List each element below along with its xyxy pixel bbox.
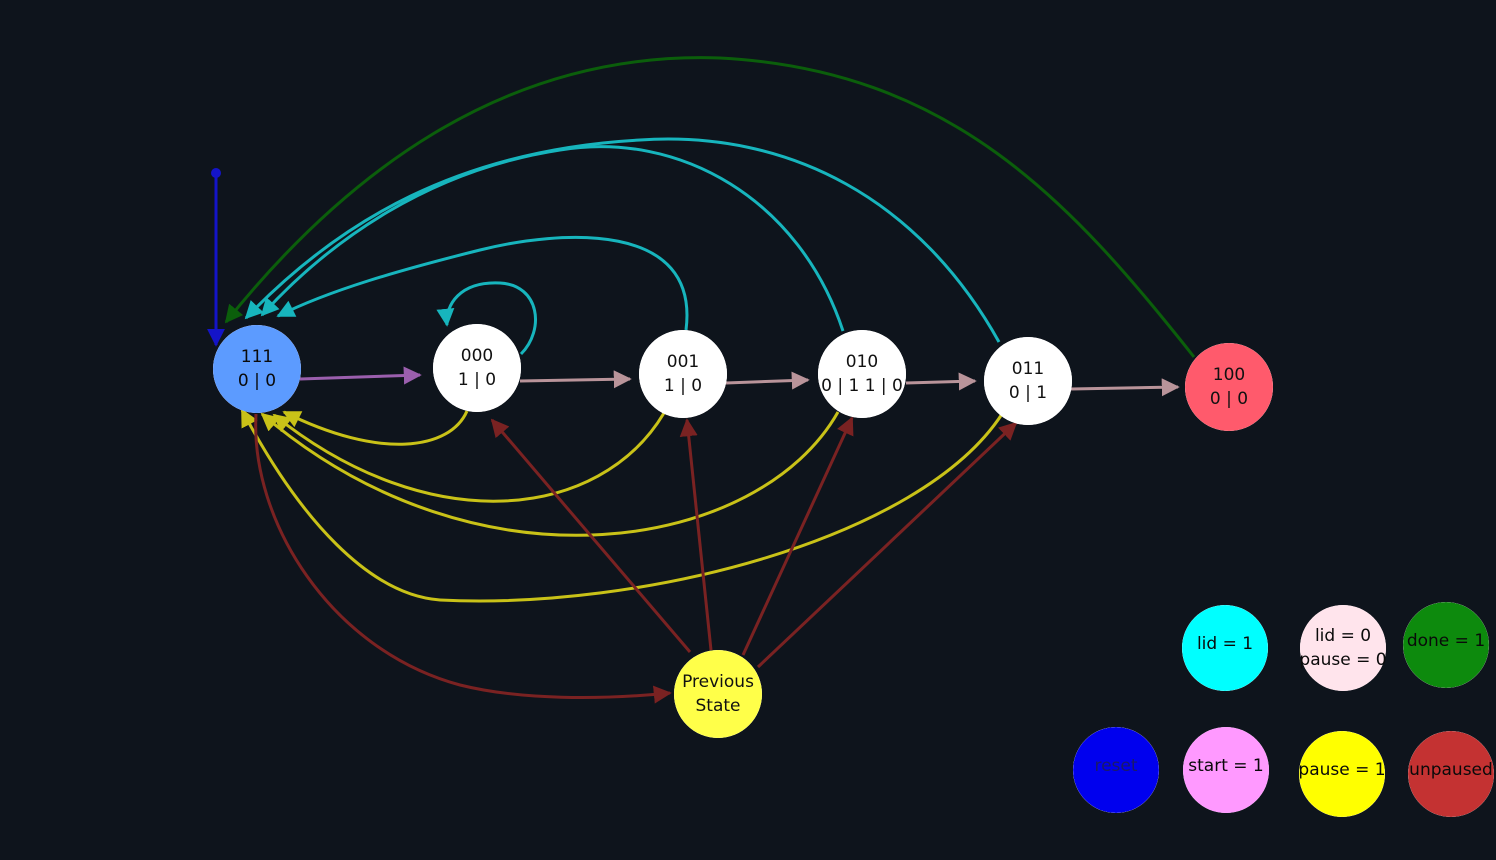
edge-s011-pause — [240, 408, 1004, 603]
legend-unpaused-label-1: unpaused — [1409, 760, 1493, 780]
legend-pause[interactable]: pause = 1 — [1298, 731, 1386, 817]
state-s111-label-2: 0 | 0 — [238, 371, 276, 391]
state-s010-circle — [818, 330, 906, 418]
legend-lid1[interactable]: lid = 1 — [1182, 605, 1268, 691]
state-s000-label-2: 1 | 0 — [458, 370, 496, 390]
legend-pause-label-1: pause = 1 — [1298, 760, 1385, 780]
state-s100-label-1: 100 — [1213, 365, 1245, 385]
edge-s001-pause — [272, 412, 666, 503]
state-s011[interactable]: 011 0 | 1 — [984, 337, 1072, 425]
state-s100-label-2: 0 | 0 — [1210, 389, 1248, 409]
edge-prev-s011 — [756, 421, 1018, 669]
edge-s111-prev — [254, 413, 672, 704]
edge-s001-s010 — [725, 371, 810, 390]
legend-start[interactable]: start = 1 — [1183, 727, 1269, 813]
edge-start — [299, 366, 422, 385]
edge-s010-pause — [260, 411, 840, 537]
edge-reset-entry-start-dot — [211, 168, 221, 178]
state-s001[interactable]: 001 1 | 0 — [639, 330, 727, 418]
edge-prev-s010 — [741, 416, 854, 656]
edge-prev-s000 — [490, 418, 692, 653]
legend-lid0-circle — [1300, 605, 1386, 691]
state-s010-label-2: 0 | 1 1 | 0 — [821, 376, 903, 396]
state-s011-label-1: 011 — [1012, 359, 1044, 379]
state-s010-label-1: 010 — [846, 352, 878, 372]
state-s100-circle — [1185, 343, 1273, 431]
state-s011-label-2: 0 | 1 — [1009, 383, 1047, 403]
legend-unpaused-circle — [1408, 731, 1494, 817]
legend-done-label-1: done = 1 — [1407, 631, 1485, 651]
edge-s000-s001 — [519, 370, 632, 389]
legend-done[interactable]: done = 1 — [1403, 602, 1489, 688]
state-s111-circle — [213, 325, 301, 413]
legend-start-circle — [1183, 727, 1269, 813]
legend-reset-label-1: reset — [1094, 756, 1137, 776]
legend-done-circle — [1403, 602, 1489, 688]
state-s000-label-1: 000 — [461, 346, 493, 366]
legend-lid1-circle — [1182, 605, 1268, 691]
state-s010[interactable]: 010 0 | 1 1 | 0 — [818, 330, 906, 418]
state-s111[interactable]: 111 0 | 0 — [213, 325, 301, 413]
state-prev-label-1: Previous — [682, 672, 754, 692]
state-s100[interactable]: 100 0 | 0 — [1185, 343, 1273, 431]
legend-lid1-label-1: lid = 1 — [1197, 634, 1253, 654]
legend-start-label-1: start = 1 — [1188, 756, 1263, 776]
edge-s011-lid — [244, 137, 1001, 343]
legend-reset-circle — [1073, 727, 1159, 813]
state-s111-label-1: 111 — [241, 347, 273, 367]
state-s000[interactable]: 000 1 | 0 — [433, 324, 521, 412]
edge-s000-pause — [282, 410, 469, 446]
state-s000-circle — [433, 324, 521, 412]
state-s011-circle — [984, 337, 1072, 425]
legend-layer: lid = 1 lid = 0 pause = 0 done = 1 reset star… — [1073, 602, 1494, 817]
legend-lid0-label-1: lid = 0 — [1315, 626, 1371, 646]
edges-layer — [207, 56, 1196, 704]
edge-s000-self-lid — [436, 281, 537, 356]
edge-s001-lid — [276, 235, 689, 331]
legend-lid0-label-2: pause = 0 — [1299, 650, 1386, 670]
state-s001-circle — [639, 330, 727, 418]
edge-s010-s011 — [905, 372, 977, 391]
edge-s100-done — [224, 56, 1196, 358]
state-s001-label-1: 001 — [667, 352, 699, 372]
state-s001-label-2: 1 | 0 — [664, 376, 702, 396]
legend-lid0[interactable]: lid = 0 pause = 0 — [1299, 605, 1387, 691]
state-prev-label-2: State — [696, 696, 741, 716]
legend-reset[interactable]: reset — [1073, 727, 1159, 813]
edge-s011-s100 — [1070, 378, 1180, 397]
state-prev-circle — [674, 650, 762, 738]
legend-pause-circle — [1299, 731, 1385, 817]
edge-prev-s001 — [679, 418, 713, 651]
legend-unpaused[interactable]: unpaused — [1408, 731, 1494, 817]
